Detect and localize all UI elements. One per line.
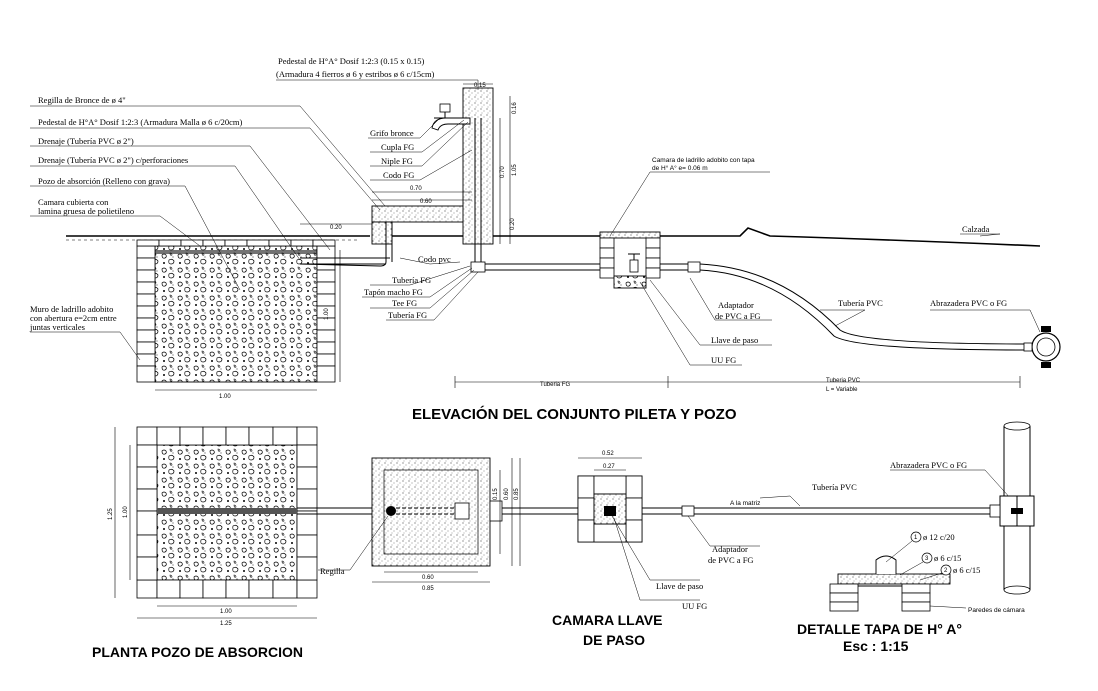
- label-adaptador-2: de PVC a FG: [715, 311, 761, 321]
- label-pedestal-malla: Pedestal de H°A° Dosif 1:2:3 (Armadura M…: [38, 117, 243, 127]
- detail-cover: [829, 531, 967, 612]
- dim-070: 0.70: [410, 186, 422, 192]
- dim-tuberia-pvc: Tuberia PVC: [826, 378, 861, 384]
- label-muro-2: con abertura e=2cm entre: [30, 313, 117, 323]
- title-camara-1: CAMARA LLAVE: [552, 612, 662, 628]
- label-calzada: Calzada: [962, 224, 990, 234]
- detail-label-1: ø 12 c/20: [923, 532, 955, 542]
- dim-plan-125: 1.25: [220, 621, 232, 627]
- label-pedestal-top-1: Pedestal de H°A° Dosif 1:2:3 (0.15 x 0.1…: [278, 56, 424, 66]
- label-cupla: Cupla FG: [381, 142, 414, 152]
- label-abrazadera-plan: Abrazadera PVC o FG: [890, 460, 967, 470]
- dim-105: 1.05: [512, 164, 518, 176]
- label-pedestal-top-2: (Armadura 4 fierros ø 6 y estribos ø 6 c…: [276, 69, 435, 79]
- label-uu-plan: UU FG: [682, 601, 707, 611]
- dim-cam-027: 0.27: [603, 464, 615, 470]
- dim-100: 1.00: [219, 394, 231, 400]
- dim-016: 0.16: [512, 102, 518, 114]
- label-codo-fg: Codo FG: [383, 170, 414, 180]
- dim-100-vertical: 1.00: [324, 308, 330, 320]
- pit-brick-walls: [136, 239, 336, 383]
- plan-soak-pit: [114, 426, 390, 619]
- dim-015: 0.15: [474, 83, 486, 89]
- plan-pit-bricks: [136, 426, 318, 599]
- detail-label-2: ø 6 c/15: [953, 565, 980, 575]
- dim-020: 0.20: [330, 225, 342, 231]
- label-rejilla: Regilla de Bronce de ø 4": [38, 95, 126, 105]
- elevation-view: 0.15 0.16 0.70 1.05 0.20 0.70 0.60 0.20 …: [29, 56, 1061, 423]
- label-niple: Niple FG: [381, 156, 413, 166]
- label-tee: Tee FG: [392, 298, 417, 308]
- label-tuberia-fg-1: Tubería FG: [392, 275, 431, 285]
- dim-tuberia-fg: Tuberia FG: [540, 382, 570, 388]
- label-adaptador-plan-1: Adaptador: [712, 544, 748, 554]
- dim-cam-015: 0.15: [493, 488, 499, 500]
- leader-lines: [30, 79, 1041, 366]
- dim-070-vertical: 0.70: [500, 166, 506, 178]
- label-adaptador-1: Adaptador: [718, 300, 754, 310]
- soak-pit-elevation: [136, 239, 390, 383]
- title-detalle: DETALLE TAPA DE H° A°: [797, 621, 962, 637]
- dim-060: 0.60: [420, 199, 432, 205]
- dim-cam-052: 0.52: [602, 451, 614, 457]
- detail-num-3: 3: [925, 556, 929, 562]
- label-llave-plan: Llave de paso: [656, 581, 703, 591]
- title-escala: Esc : 1:15: [843, 638, 909, 654]
- label-drenaje-2: Drenaje (Tubería PVC ø 2") c/perforacion…: [38, 155, 188, 165]
- title-camara-2: DE PASO: [583, 632, 645, 648]
- detail-num-1: 1: [914, 535, 918, 541]
- plan-pedestal: [318, 457, 600, 583]
- dim-cam-060: 0.60: [422, 575, 434, 581]
- label-tuberia-pvc-plan: Tubería PVC: [812, 482, 857, 492]
- title-elevacion: ELEVACIÓN DEL CONJUNTO PILETA Y POZO: [412, 405, 737, 423]
- label-llave-paso: Llave de paso: [711, 335, 758, 345]
- dim-plan-100: 1.00: [220, 609, 232, 615]
- label-camara-ladrillo-1: Camara de ladrillo adobito con tapa: [652, 157, 755, 164]
- dim-plan-100-vertical: 1.00: [123, 506, 129, 518]
- label-paredes: Paredes de cámara: [968, 607, 1025, 614]
- label-camara-cubierta-1: Camara cubierta con: [38, 197, 109, 207]
- dim-l-variable: L = Variable: [826, 387, 858, 393]
- label-camara-cubierta-2: lamina gruesa de polietileno: [38, 206, 134, 216]
- title-planta: PLANTA POZO DE ABSORCION: [92, 644, 303, 660]
- label-regilla: Regilla: [320, 566, 345, 576]
- detail-num-2: 2: [944, 568, 948, 574]
- dim-020-vertical: 0.20: [510, 218, 516, 230]
- label-pozo-absorcion: Pozo de absorción (Relleno con grava): [38, 176, 170, 186]
- detail-label-3: ø 6 c/15: [934, 553, 961, 563]
- water-main-plan: [989, 421, 1035, 595]
- dim-cam-060-vertical: 0.60: [504, 488, 510, 500]
- label-uu-fg: UU FG: [711, 355, 736, 365]
- label-tapon: Tapón macho FG: [364, 287, 423, 297]
- label-drenaje-1: Drenaje (Tubería PVC ø 2"): [38, 136, 134, 146]
- label-muro-3: juntas verticales: [29, 322, 85, 332]
- dim-cam-085: 0.85: [422, 586, 434, 592]
- label-tuberia-fg-2: Tubería FG: [388, 310, 427, 320]
- label-codo-pvc: Codo pvc: [418, 254, 451, 264]
- label-tuberia-pvc: Tubería PVC: [838, 298, 883, 308]
- label-grifo: Grifo bronce: [370, 128, 414, 138]
- label-abrazadera: Abrazadera PVC o FG: [930, 298, 1007, 308]
- sink-pedestal: [299, 87, 610, 273]
- plan-valve-chamber: [577, 457, 1013, 601]
- label-a-la-matriz: A la matriz: [730, 500, 760, 507]
- label-muro-1: Muro de ladrillo adobito: [30, 304, 113, 314]
- label-adaptador-plan-2: de PVC a FG: [708, 555, 754, 565]
- valve-chamber-elevation: [599, 231, 1061, 368]
- dim-plan-125-vertical: 1.25: [108, 508, 114, 520]
- label-camara-ladrillo-2: de H° A° e= 0.06 m: [652, 164, 708, 172]
- elevation-dimensions: [155, 83, 1021, 391]
- dim-cam-085-vertical: 0.85: [514, 488, 520, 500]
